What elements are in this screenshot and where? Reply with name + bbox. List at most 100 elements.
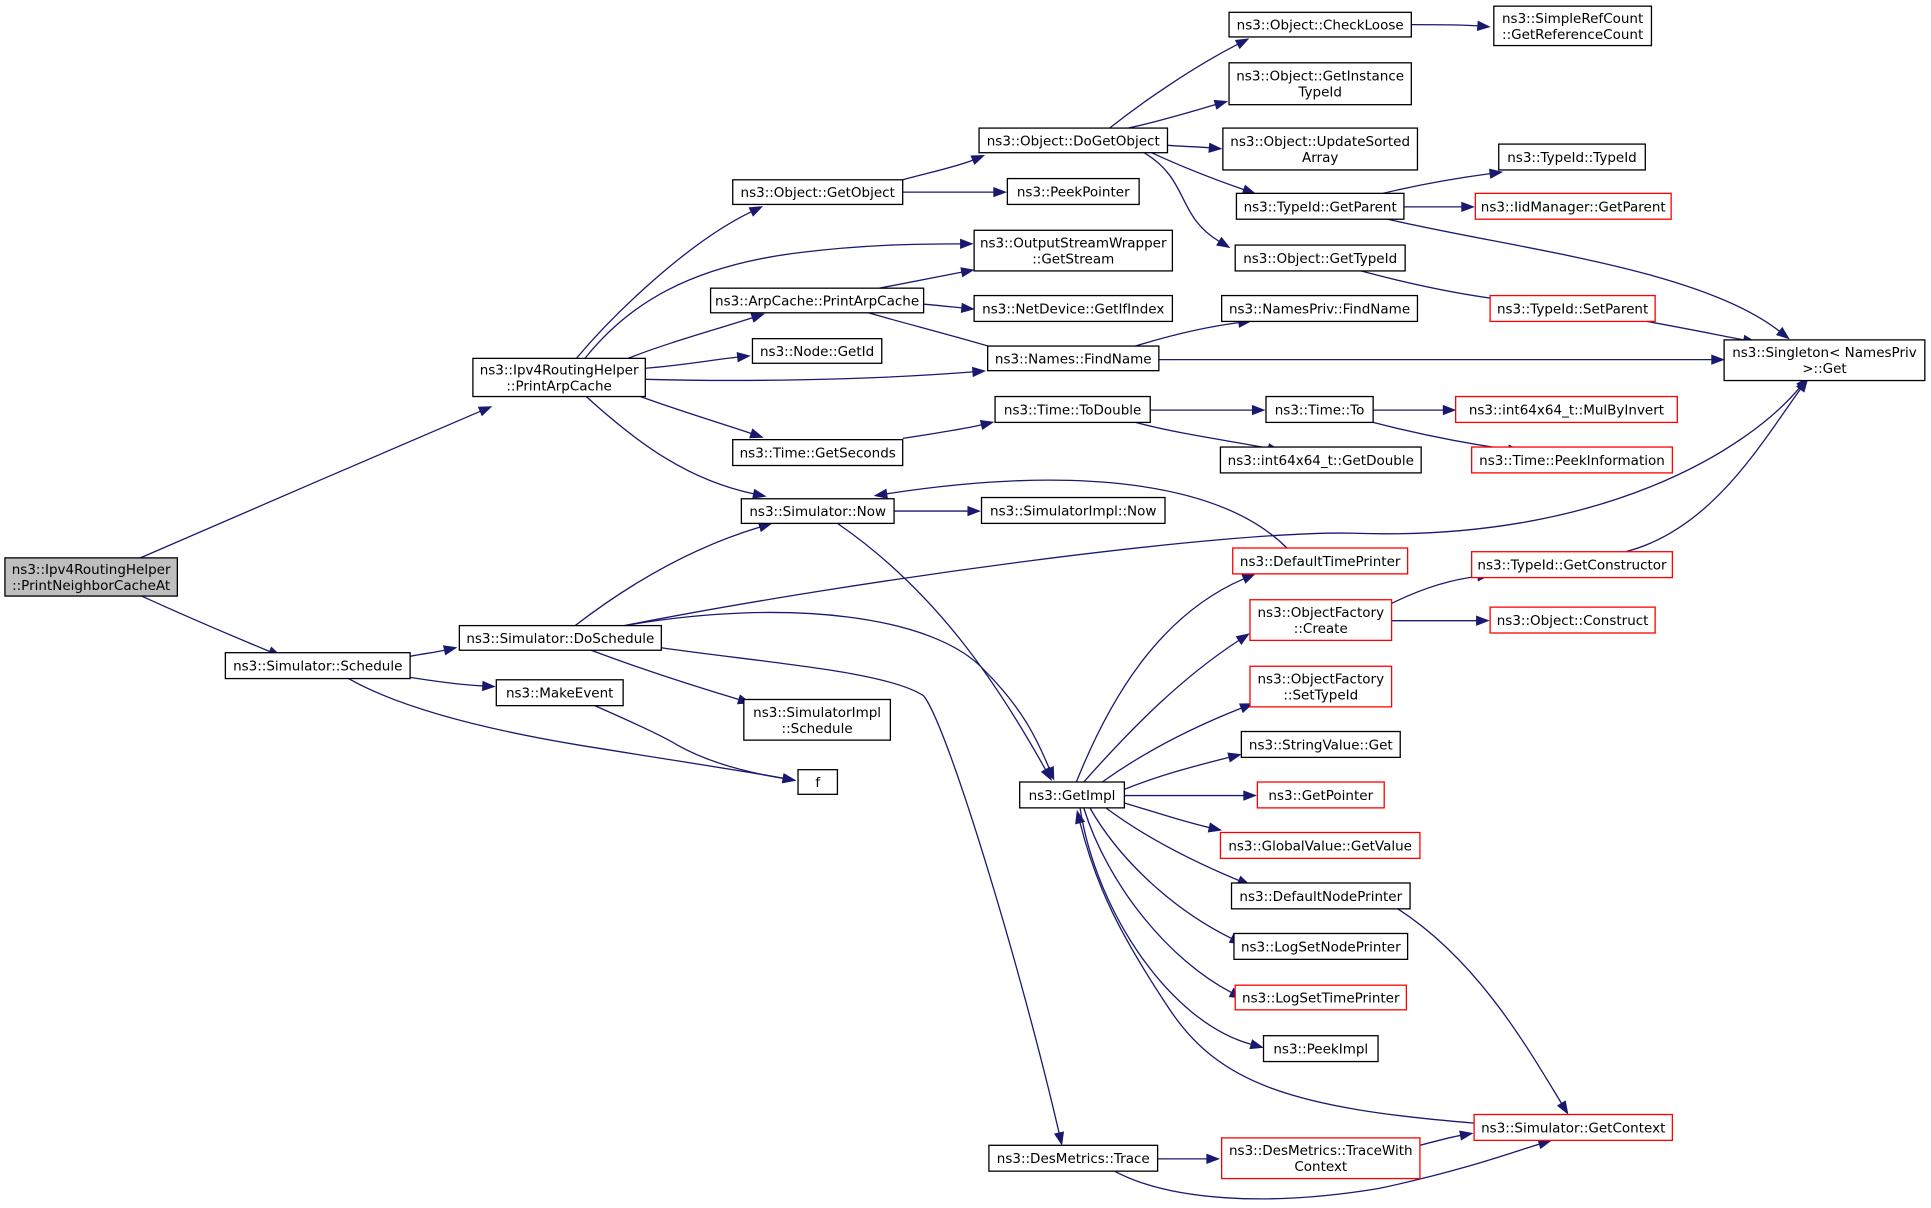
- node-ofcreate[interactable]: ns3::ObjectFactory::Create: [1249, 599, 1393, 642]
- node-box: [1474, 192, 1672, 220]
- edge-sched-to-dosched: [409, 645, 458, 658]
- node-label: >::Get: [1802, 361, 1846, 377]
- node-timetodouble[interactable]: ns3::Time::ToDouble: [994, 395, 1151, 424]
- node-label: ns3::ObjectFactory: [1258, 672, 1385, 688]
- node-logsettime[interactable]: ns3::LogSetTimePrinter: [1234, 984, 1408, 1011]
- node-checkloose[interactable]: ns3::Object::CheckLoose: [1228, 11, 1412, 38]
- node-nodegetid[interactable]: ns3::Node::GetId: [751, 338, 883, 364]
- edge-dogetobj-to-objgettid: [1143, 152, 1231, 249]
- node-label: ns3::SimpleRefCount: [1502, 11, 1643, 27]
- node-box: [1234, 244, 1406, 272]
- node-label: Context: [1294, 1159, 1347, 1175]
- node-label: ns3::Ipv4RoutingHelper: [480, 362, 639, 378]
- edge-prac-to-timegetsec: [640, 395, 764, 439]
- node-label: ns3::GlobalValue::GetValue: [1228, 838, 1412, 854]
- node-defnodeprinter[interactable]: ns3::DefaultNodePrinter: [1230, 882, 1411, 910]
- node-singletonget[interactable]: ns3::Singleton< NamesPriv >::Get: [1723, 339, 1926, 382]
- node-timeto[interactable]: ns3::Time::To: [1265, 395, 1374, 424]
- edge-dosched-to-getimpl: [624, 611, 1055, 781]
- node-label: ::Create: [1294, 621, 1348, 637]
- node-simgetctx[interactable]: ns3::Simulator::GetContext: [1473, 1113, 1674, 1142]
- node-tidtid[interactable]: ns3::TypeId::TypeId: [1498, 143, 1646, 171]
- node-simimplsched[interactable]: ns3::SimulatorImpl::Schedule: [743, 698, 892, 741]
- node-peekimpl[interactable]: ns3::PeekImpl: [1262, 1035, 1379, 1063]
- node-makeevent[interactable]: ns3::MakeEvent: [495, 679, 624, 707]
- node-label: ns3::LogSetNodePrinter: [1241, 939, 1401, 955]
- node-label: ns3::NetDevice::GetIfIndex: [982, 301, 1164, 317]
- node-mulbyinvert[interactable]: ns3::int64x64_t::MulByInvert: [1454, 395, 1678, 424]
- node-box: [1222, 127, 1419, 171]
- node-box: [1262, 1035, 1379, 1063]
- edge-timeto-to-mulbyinvert: [1373, 404, 1457, 416]
- edge-destrace-to-destracectx: [1157, 1153, 1220, 1165]
- node-sched[interactable]: ns3::Simulator::Schedule: [224, 652, 411, 680]
- node-label: ns3::GetImpl: [1029, 788, 1116, 804]
- node-simnow[interactable]: ns3::Simulator::Now: [740, 498, 895, 525]
- edge-ofcreate-to-objconstruct: [1391, 615, 1490, 626]
- node-label: ns3::Simulator::Now: [749, 504, 886, 520]
- node-iidgetparent[interactable]: ns3::IidManager::GetParent: [1474, 192, 1672, 220]
- node-peekinfo[interactable]: ns3::Time::PeekInformation: [1471, 446, 1674, 474]
- node-root[interactable]: ns3::Ipv4RoutingHelper::PrintNeighborCac…: [4, 557, 178, 597]
- node-label: ns3::Time::ToDouble: [1004, 402, 1141, 418]
- node-label: ::PrintArpCache: [506, 378, 612, 394]
- node-label: ns3::LogSetTimePrinter: [1242, 991, 1400, 1007]
- edge-tidgetparent-to-singletonget: [1387, 218, 1790, 340]
- node-label: ::GetReferenceCount: [1502, 27, 1643, 43]
- node-objgettid[interactable]: ns3::Object::GetTypeId: [1234, 244, 1406, 272]
- node-label: ns3::Simulator::Schedule: [233, 659, 402, 675]
- edge-dogetobj-to-checkloose: [1109, 38, 1250, 129]
- node-destrace[interactable]: ns3::DesMetrics::Trace: [988, 1144, 1159, 1172]
- node-tidsetparent[interactable]: ns3::TypeId::SetParent: [1489, 294, 1656, 323]
- node-label: ::Schedule: [782, 721, 853, 737]
- node-label: ::PrintNeighborCacheAt: [12, 578, 170, 594]
- node-box: [1489, 294, 1656, 323]
- node-osw[interactable]: ns3::OutputStreamWrapper::GetStream: [973, 229, 1174, 272]
- node-namesfind[interactable]: ns3::Names::FindName: [987, 345, 1160, 372]
- node-label: ns3::Object::Construct: [1497, 613, 1649, 629]
- node-tidgetparent[interactable]: ns3::TypeId::GetParent: [1235, 192, 1405, 220]
- node-getimpl[interactable]: ns3::GetImpl: [1019, 781, 1126, 809]
- node-prac[interactable]: ns3::Ipv4RoutingHelper::PrintArpCache: [472, 357, 646, 398]
- node-label: ns3::Time::PeekInformation: [1479, 453, 1665, 469]
- node-deftimeprinter[interactable]: ns3::DefaultTimePrinter: [1232, 547, 1409, 575]
- node-dogetobj[interactable]: ns3::Object::DoGetObject: [978, 127, 1169, 154]
- node-box: [1471, 446, 1674, 474]
- node-box: [1234, 984, 1408, 1011]
- node-simimplnow[interactable]: ns3::SimulatorImpl::Now: [980, 496, 1166, 525]
- node-dosched[interactable]: ns3::Simulator::DoSchedule: [458, 624, 662, 651]
- node-ndgetif[interactable]: ns3::NetDevice::GetIfIndex: [973, 294, 1174, 323]
- node-npfind[interactable]: ns3::NamesPriv::FindName: [1221, 294, 1419, 323]
- node-box: [224, 652, 411, 680]
- node-box: [1219, 831, 1421, 860]
- node-ofsettid[interactable]: ns3::ObjectFactory::SetTypeId: [1249, 665, 1393, 708]
- node-f[interactable]: f: [797, 769, 839, 795]
- node-strvalget[interactable]: ns3::StringValue::Get: [1240, 730, 1401, 759]
- node-logsetnode[interactable]: ns3::LogSetNodePrinter: [1233, 932, 1409, 960]
- node-getpointer[interactable]: ns3::GetPointer: [1256, 781, 1385, 809]
- node-label: TypeId: [1297, 85, 1342, 101]
- edge-timetodouble-to-timeto: [1150, 404, 1266, 416]
- node-arpprint[interactable]: ns3::ArpCache::PrintArpCache: [709, 287, 925, 314]
- node-timegetsec[interactable]: ns3::Time::GetSeconds: [732, 438, 904, 467]
- node-label: ::SetTypeId: [1283, 688, 1358, 704]
- node-label: ns3::int64x64_t::GetDouble: [1228, 453, 1414, 469]
- node-getobj[interactable]: ns3::Object::GetObject: [732, 179, 904, 206]
- node-gvgetvalue[interactable]: ns3::GlobalValue::GetValue: [1219, 831, 1421, 860]
- node-box: [743, 698, 892, 741]
- node-simrefcount[interactable]: ns3::SimpleRefCount::GetReferenceCount: [1493, 5, 1653, 47]
- node-box: [1249, 665, 1393, 708]
- node-box: [1493, 5, 1653, 47]
- node-label: ns3::Ipv4RoutingHelper: [12, 562, 171, 578]
- node-box: [973, 294, 1174, 323]
- node-tidgetctor[interactable]: ns3::TypeId::GetConstructor: [1471, 551, 1674, 579]
- node-objconstruct[interactable]: ns3::Object::Construct: [1489, 606, 1656, 634]
- node-box: [973, 229, 1174, 272]
- node-label: ns3::TypeId::GetParent: [1244, 199, 1397, 215]
- nodes-layer: ns3::Ipv4RoutingHelper::PrintNeighborCac…: [4, 5, 1926, 1180]
- node-peekptr[interactable]: ns3::PeekPointer: [1006, 177, 1140, 206]
- node-i64getdouble[interactable]: ns3::int64x64_t::GetDouble: [1219, 446, 1422, 474]
